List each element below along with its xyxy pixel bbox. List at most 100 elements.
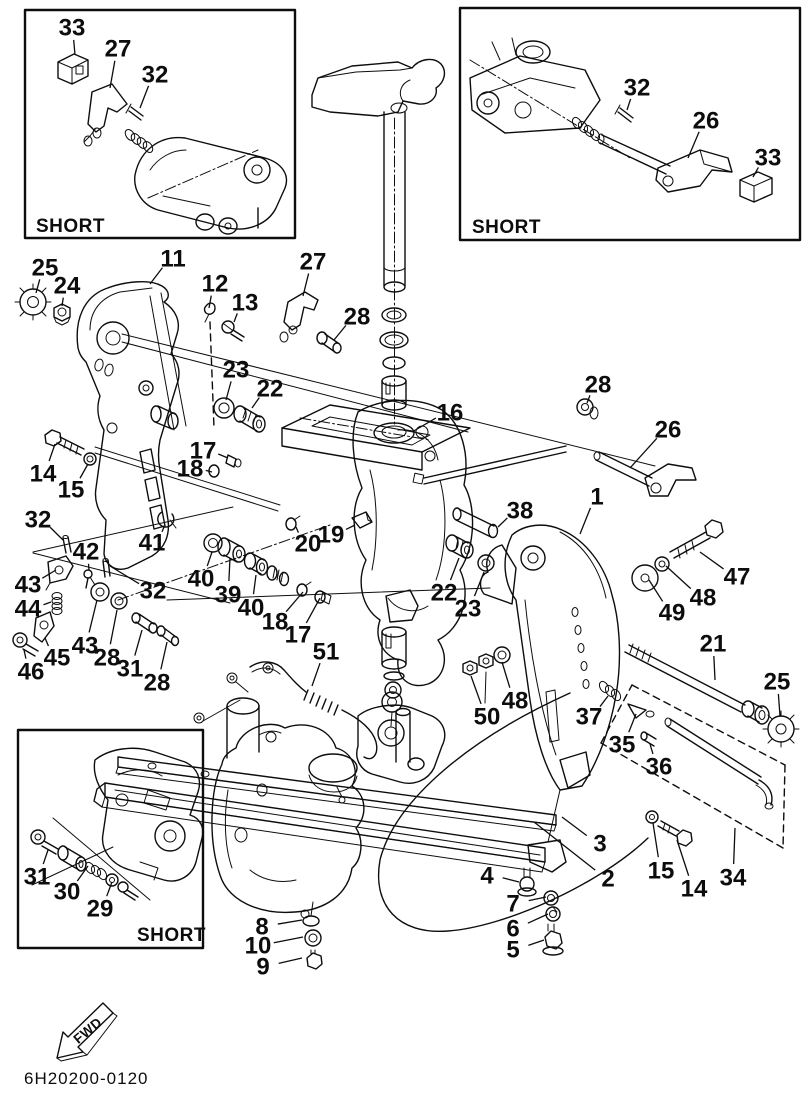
callout-13: 13 bbox=[232, 290, 259, 317]
callout-16: 16 bbox=[437, 400, 464, 427]
callout-22: 22 bbox=[431, 580, 458, 607]
leader-line-15 bbox=[653, 823, 658, 857]
callout-36: 36 bbox=[646, 754, 673, 781]
callout-47: 47 bbox=[724, 564, 751, 591]
callout-30: 30 bbox=[54, 879, 81, 906]
leader-line-17 bbox=[306, 598, 320, 623]
inset-top-left-box bbox=[25, 10, 295, 238]
drawing-number: 6H20200-0120 bbox=[24, 1069, 148, 1088]
callout-50: 50 bbox=[474, 704, 501, 731]
leader-line-31 bbox=[135, 630, 142, 656]
leader-line-27 bbox=[110, 61, 115, 88]
callout-12: 12 bbox=[202, 271, 229, 298]
leader-line-23 bbox=[226, 381, 231, 400]
callout-48: 48 bbox=[690, 585, 717, 612]
callout-43: 43 bbox=[15, 572, 42, 599]
callout-25: 25 bbox=[32, 255, 59, 282]
callout-44: 44 bbox=[15, 596, 42, 623]
leader-line-26 bbox=[630, 438, 657, 468]
leader-line-28 bbox=[334, 325, 346, 340]
top-left-hardware-drawing bbox=[15, 284, 341, 477]
leader-line-50 bbox=[471, 676, 481, 704]
leader-line-40 bbox=[253, 575, 256, 594]
callout-8: 8 bbox=[255, 914, 268, 941]
leader-line-28 bbox=[587, 395, 590, 403]
swivel-bracket-drawing bbox=[282, 400, 566, 726]
callout-37: 37 bbox=[576, 704, 603, 731]
leader-line-31 bbox=[43, 850, 48, 864]
leader-line-39 bbox=[229, 558, 230, 581]
leader-line-46 bbox=[24, 650, 26, 659]
leader-line-43 bbox=[42, 570, 56, 578]
inset-top-right-label: SHORT bbox=[472, 217, 541, 238]
callout-15: 15 bbox=[58, 477, 85, 504]
leader-line-28 bbox=[161, 642, 167, 669]
callout-28: 28 bbox=[144, 670, 171, 697]
callout-40: 40 bbox=[188, 566, 215, 593]
callout-9: 9 bbox=[256, 954, 269, 981]
callout-32: 32 bbox=[140, 578, 167, 605]
callout-32: 32 bbox=[624, 75, 651, 102]
leader-line-50b bbox=[485, 672, 486, 703]
callout-27: 27 bbox=[105, 36, 132, 63]
starboard-bracket-drawing bbox=[463, 399, 799, 848]
leader-line-42 bbox=[88, 564, 89, 570]
callout-5: 5 bbox=[506, 937, 519, 964]
leader-line-32 bbox=[627, 99, 631, 110]
callout-32: 32 bbox=[142, 62, 169, 89]
callout-22: 22 bbox=[257, 376, 284, 403]
callout-48: 48 bbox=[502, 688, 529, 715]
leader-line-3 bbox=[562, 817, 587, 836]
leader-line-8 bbox=[278, 920, 302, 924]
callout-33: 33 bbox=[755, 145, 782, 172]
leader-line-26 bbox=[688, 132, 699, 158]
leader-line-22 bbox=[450, 558, 459, 580]
callout-19: 19 bbox=[318, 522, 345, 549]
callout-49: 49 bbox=[659, 600, 686, 627]
fwd-arrow-label: FWD bbox=[71, 1015, 105, 1047]
callout-17: 17 bbox=[285, 622, 312, 649]
callout-1: 1 bbox=[590, 484, 603, 511]
leader-line-38 bbox=[498, 518, 507, 527]
leader-line-18 bbox=[286, 592, 303, 612]
leader-line-48 bbox=[666, 566, 691, 589]
inset-top-right-box bbox=[460, 8, 800, 240]
callout-18: 18 bbox=[177, 456, 204, 483]
callout-11: 11 bbox=[160, 246, 185, 273]
leader-line-20 bbox=[296, 527, 298, 533]
callout-26: 26 bbox=[693, 108, 720, 135]
leader-line-2 bbox=[534, 822, 595, 870]
callout-18: 18 bbox=[262, 609, 289, 636]
leader-line-44 bbox=[43, 602, 51, 605]
leader-line-36 bbox=[650, 744, 653, 754]
leader-line-33 bbox=[753, 167, 758, 177]
tilt-shaft-bushings-drawing bbox=[204, 508, 498, 604]
leader-line-43 bbox=[89, 600, 97, 632]
callout-15: 15 bbox=[648, 858, 675, 885]
leader-line-19 bbox=[346, 525, 355, 529]
callout-27: 27 bbox=[300, 249, 327, 276]
fwd-arrow: FWD bbox=[57, 1003, 117, 1061]
leader-line-6 bbox=[528, 914, 548, 923]
steering-shaft-drawing bbox=[312, 59, 444, 443]
callout-25: 25 bbox=[764, 669, 791, 696]
callout-31: 31 bbox=[117, 656, 144, 683]
callout-24: 24 bbox=[54, 273, 81, 300]
leader-line-1 bbox=[580, 508, 590, 534]
callout-17: 17 bbox=[190, 438, 217, 465]
callout-4: 4 bbox=[480, 863, 494, 890]
leader-line-13 bbox=[234, 313, 237, 322]
callout-10: 10 bbox=[245, 933, 272, 960]
leader-line-14 bbox=[49, 444, 55, 461]
callout-21: 21 bbox=[700, 631, 727, 658]
leader-line-51 bbox=[312, 663, 320, 686]
leader-line-15 bbox=[80, 464, 88, 478]
callout-35: 35 bbox=[609, 732, 636, 759]
leader-line-28 bbox=[110, 610, 117, 644]
callout-51: 51 bbox=[313, 639, 340, 666]
leader-line-21 bbox=[714, 656, 715, 680]
leader-line-47 bbox=[700, 552, 724, 569]
leader-line-10 bbox=[274, 937, 303, 943]
